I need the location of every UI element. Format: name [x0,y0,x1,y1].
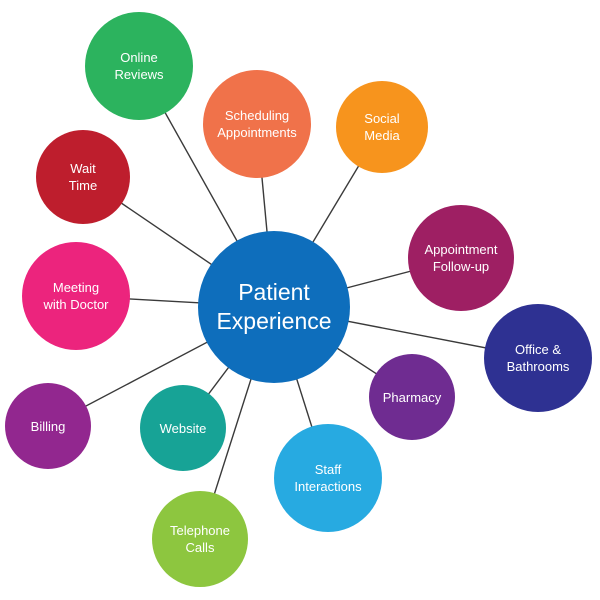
node-meeting-with-doctor: Meeting with Doctor [22,242,130,350]
node-social-media: Social Media [336,81,428,173]
node-label: Pharmacy [382,389,442,405]
node-label: Online Reviews [114,50,164,82]
node-website: Website [140,385,226,471]
node-telephone-calls: Telephone Calls [152,491,248,587]
center-node-patient-experience: Patient Experience [198,231,350,383]
node-online-reviews: Online Reviews [85,12,193,120]
node-scheduling-appointments: Scheduling Appointments [203,70,311,178]
node-label: Appointment Follow-up [424,242,498,274]
node-pharmacy: Pharmacy [369,354,455,440]
node-billing: Billing [5,383,91,469]
node-office-bathrooms: Office & Bathrooms [484,304,592,412]
node-label: Billing [30,418,66,434]
node-wait-time: Wait Time [36,130,130,224]
node-label: Meeting with Doctor [43,280,109,312]
node-label: Wait Time [68,161,98,193]
node-label: Telephone Calls [170,523,230,555]
node-label: Website [159,420,207,436]
node-staff-interactions: Staff Interactions [274,424,382,532]
node-label: Scheduling Appointments [217,108,297,140]
node-label: Staff Interactions [294,462,362,494]
node-appointment-follow-up: Appointment Follow-up [408,205,514,311]
node-label: Social Media [364,111,400,143]
center-node-label: Patient Experience [216,279,332,334]
node-label: Office & Bathrooms [506,342,570,374]
